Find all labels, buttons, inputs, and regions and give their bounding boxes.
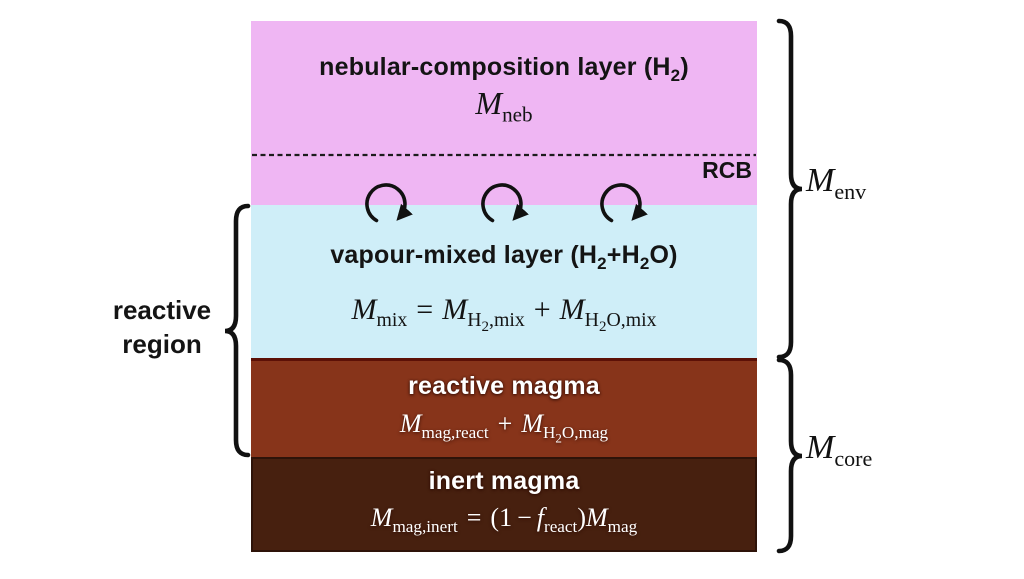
h-subscript: H xyxy=(467,309,482,331)
nebular-title-suffix: ) xyxy=(680,53,689,81)
mix-subscript: mix xyxy=(376,309,408,331)
one-digit: 1 xyxy=(499,503,513,532)
m-symbol: M xyxy=(559,293,585,326)
f-react-term: freact xyxy=(536,503,578,535)
o-mix-subscript: O,mix xyxy=(606,309,657,331)
vapour-title-sub2b: 2 xyxy=(639,254,650,273)
core-mass-brace xyxy=(776,357,803,554)
m-symbol: M xyxy=(399,409,422,438)
o-mag-subscript: O,mag xyxy=(561,423,609,443)
equals-sign: = xyxy=(466,503,482,532)
layer-inert-magma: inert magma Mmag,inert=(1−freact)Mmag xyxy=(251,457,757,552)
vapour-mass-equation: Mmix=MH2,mix+MH2O,mix xyxy=(251,293,757,334)
nebular-layer-title: nebular-composition layer (H2) xyxy=(251,53,757,86)
f-symbol: f xyxy=(536,503,544,532)
vapour-title-sub2a: 2 xyxy=(597,254,607,273)
minus-sign: − xyxy=(517,503,532,532)
mix-subscript: ,mix xyxy=(489,309,525,331)
eq-inert-m-mag: Mmag xyxy=(585,503,637,535)
vapour-layer-title: vapour-mixed layer (H2+H2O) xyxy=(251,241,757,274)
nebular-mass-label: Mneb xyxy=(251,85,757,125)
close-paren: ) xyxy=(577,503,586,532)
vapour-title-text: vapour-mixed layer (H xyxy=(330,241,598,269)
m-symbol: M xyxy=(475,85,503,121)
inert-magma-equation: Mmag,inert=(1−freact)Mmag xyxy=(253,503,755,535)
vapour-title-mid: +H xyxy=(606,241,640,269)
mag-react-subscript: mag,react xyxy=(421,423,489,443)
eq-react-term1: Mmag,react xyxy=(399,409,489,441)
h2-subsubscript: 2 xyxy=(598,318,607,335)
reactive-magma-title: reactive magma xyxy=(408,372,600,400)
rcb-label: RCB xyxy=(702,157,752,183)
open-paren: ( xyxy=(490,503,500,532)
equals-sign: = xyxy=(416,293,434,326)
plus-sign: + xyxy=(497,409,513,438)
h-subscript: H xyxy=(543,423,556,443)
env-mass-brace xyxy=(776,18,803,360)
layer-reactive-magma: reactive magma Mmag,react+MH2O,mag xyxy=(251,358,757,457)
reactive-region-line2: region xyxy=(122,329,202,359)
m-symbol: M xyxy=(585,503,608,532)
h2-subsubscript: 2 xyxy=(555,430,562,446)
reactive-region-line1: reactive xyxy=(112,295,212,325)
nebular-title-sub2: 2 xyxy=(670,66,681,85)
eq-mix-lhs: Mmix xyxy=(351,293,408,330)
eq-inert-lhs: Mmag,inert xyxy=(370,503,458,535)
m-symbol: M xyxy=(442,293,468,326)
envelope-mass-label: Menv xyxy=(806,162,866,202)
reactive-magma-equation: Mmag,react+MH2O,mag xyxy=(251,409,757,445)
reactive-region-label: reactive region xyxy=(82,293,242,361)
inert-magma-title: inert magma xyxy=(428,467,580,495)
plus-sign: + xyxy=(533,293,551,326)
m-symbol: M xyxy=(521,409,544,438)
h-subscript: H xyxy=(584,309,599,331)
nebular-title-text: nebular-composition layer (H xyxy=(319,53,671,81)
core-mass-label: Mcore xyxy=(806,429,872,469)
eq-mix-term2: MH2O,mix xyxy=(559,293,657,334)
layer-nebular: nebular-composition layer (H2) Mneb RCB xyxy=(251,21,757,205)
env-subscript: env xyxy=(834,178,867,204)
eq-react-term2: MH2O,mag xyxy=(521,409,608,445)
mag-inert-subscript: mag,inert xyxy=(392,517,458,537)
react-subscript: react xyxy=(543,517,578,537)
mag-subscript: mag xyxy=(607,517,638,537)
m-neb-subscript: neb xyxy=(502,102,533,127)
h2-subsubscript: 2 xyxy=(481,318,490,335)
layer-vapour-mixed: vapour-mixed layer (H2+H2O) Mmix=MH2,mix… xyxy=(251,205,757,358)
m-symbol: M xyxy=(351,293,377,326)
core-subscript: core xyxy=(834,445,873,471)
vapour-title-suffix: O) xyxy=(649,241,678,269)
m-symbol: M xyxy=(806,429,835,466)
m-symbol: M xyxy=(806,162,835,199)
m-symbol: M xyxy=(370,503,393,532)
eq-mix-term1: MH2,mix xyxy=(442,293,525,334)
